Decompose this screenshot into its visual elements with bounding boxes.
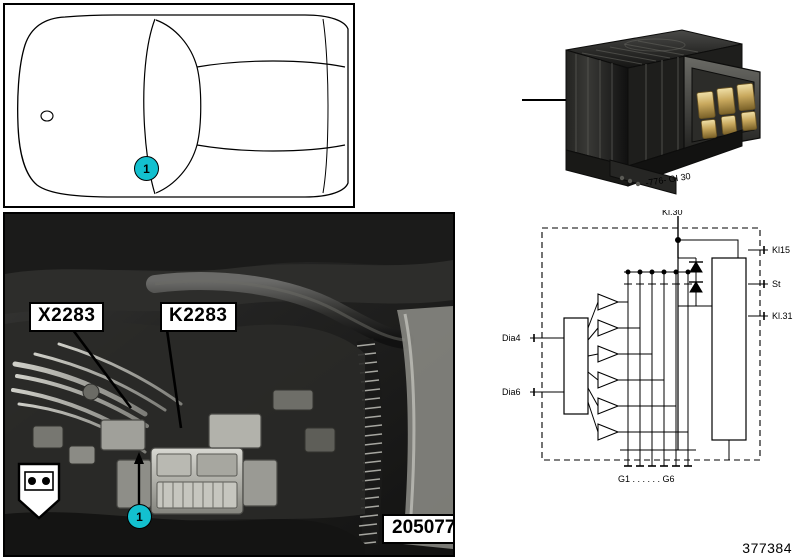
schematic-housing-boundary bbox=[541, 227, 761, 461]
schematic-diode-triangle-2 bbox=[689, 281, 703, 293]
photo-conduit bbox=[356, 338, 384, 545]
photo-foreground-shadow bbox=[5, 512, 365, 555]
relay-illustration-panel: -776- GI 30 1 bbox=[470, 10, 795, 205]
photo-corner-badge-icon bbox=[17, 462, 61, 520]
photo-label-x2283: X2283 bbox=[29, 302, 105, 332]
photo-callout-1-label: 1 bbox=[136, 509, 143, 524]
engine-bay-photo bbox=[5, 214, 453, 555]
schematic-label-st: St bbox=[772, 279, 781, 289]
schematic-diode-triangle bbox=[689, 261, 703, 273]
photo-connector-cluster bbox=[100, 413, 278, 515]
car-roof-line-top bbox=[196, 60, 346, 68]
photo-misc-components bbox=[32, 383, 336, 465]
car-location-callout-1: 1 bbox=[134, 156, 159, 181]
relay-top-ribs bbox=[581, 40, 699, 65]
photo-label-k2283: K2283 bbox=[160, 302, 237, 332]
drawing-number: 377384 bbox=[742, 540, 792, 556]
schematic-output-stubs bbox=[624, 450, 692, 467]
schematic-label-dia6: Dia6 bbox=[502, 387, 521, 397]
engine-bay-photo-panel: X2283 K2283 1 205077 bbox=[3, 212, 455, 557]
photo-conduit-ribs bbox=[356, 343, 383, 545]
schematic-logic-block bbox=[563, 317, 589, 415]
photo-number-badge: 205077 bbox=[382, 514, 455, 544]
schematic-driver-triangles bbox=[597, 293, 688, 441]
schematic-driver-block bbox=[711, 257, 747, 441]
relay-schematic: Kl.30 Kl15 St Kl.31 Dia4 Dia6 G1 . . . .… bbox=[502, 207, 793, 484]
car-location-callout-label: 1 bbox=[143, 161, 150, 176]
relay-schematic-panel: Kl.30 Kl15 St Kl.31 Dia4 Dia6 G1 . . . .… bbox=[500, 207, 798, 500]
vehicle-location-panel: 1 bbox=[3, 3, 355, 208]
schematic-diode-row bbox=[624, 269, 692, 298]
relay-top-emboss bbox=[624, 38, 686, 52]
schematic-top-bus bbox=[678, 239, 739, 258]
car-outline-drawing bbox=[17, 14, 349, 198]
relay-drawing: -776- GI 30 bbox=[522, 29, 761, 195]
car-rear-deck-line bbox=[322, 18, 329, 194]
photo-number-text: 205077 bbox=[392, 517, 455, 538]
photo-label-k2283-text: K2283 bbox=[169, 305, 228, 326]
schematic-label-outputs: G1 . . . . . . G6 bbox=[618, 474, 675, 484]
car-body-outline bbox=[17, 14, 349, 198]
relay-side-ribs bbox=[645, 57, 679, 162]
photo-upper-shadow bbox=[5, 214, 453, 276]
relay-pins bbox=[696, 83, 758, 139]
relay-front-ribs bbox=[575, 54, 613, 163]
photo-hose-upper-highlight bbox=[154, 279, 406, 342]
schematic-label-kl15: Kl15 bbox=[772, 245, 790, 255]
photo-callout-1: 1 bbox=[127, 504, 152, 529]
car-mirror-marker bbox=[40, 110, 54, 122]
relay-marking-dots bbox=[619, 175, 641, 187]
photo-fender-highlight bbox=[403, 313, 416, 543]
schematic-label-kl31: Kl.31 bbox=[772, 311, 793, 321]
schematic-label-dia4: Dia4 bbox=[502, 333, 521, 343]
drawing-number-text: 377384 bbox=[742, 540, 792, 556]
schematic-output-columns bbox=[627, 298, 689, 450]
photo-callout-arrow bbox=[134, 452, 144, 504]
car-windshield-line bbox=[155, 19, 202, 194]
photo-label-x2283-text: X2283 bbox=[38, 305, 96, 326]
car-roof-line-bottom bbox=[196, 144, 346, 152]
relay-front-face bbox=[565, 49, 629, 167]
schematic-label-kl30: Kl.30 bbox=[662, 210, 683, 217]
photo-leader-lines bbox=[71, 329, 183, 429]
relay-base-tab bbox=[609, 159, 677, 195]
